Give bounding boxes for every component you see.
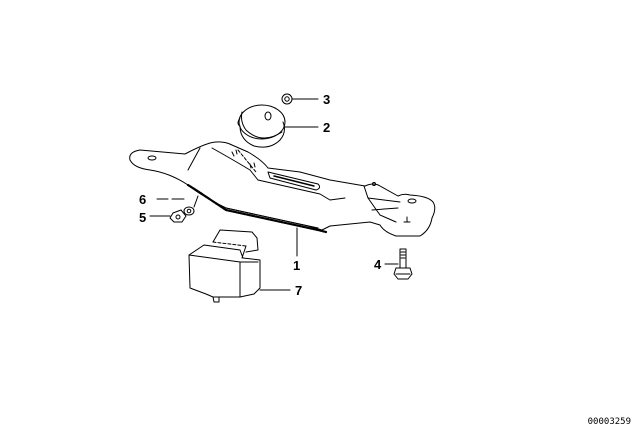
- nut-part-6: [183, 195, 199, 216]
- callout-part-3: 3: [323, 92, 331, 107]
- callout-part-4: 4: [374, 257, 382, 272]
- nut-part-3: [281, 93, 293, 105]
- rubber-mount-part: [237, 104, 286, 148]
- buffer-cap-part: [188, 229, 261, 303]
- crossmember-part: [129, 141, 436, 237]
- callout-part-7: 7: [295, 283, 303, 298]
- callout-part-2: 2: [323, 120, 331, 135]
- callout-part-1: 1: [293, 258, 301, 273]
- callout-part-5: 5: [139, 210, 147, 225]
- callout-part-6: 6: [139, 192, 147, 207]
- nut-part-5: [169, 209, 187, 223]
- document-id: 00003259: [587, 417, 631, 427]
- leader-lines: [149, 98, 399, 291]
- bolt-part: [393, 248, 413, 280]
